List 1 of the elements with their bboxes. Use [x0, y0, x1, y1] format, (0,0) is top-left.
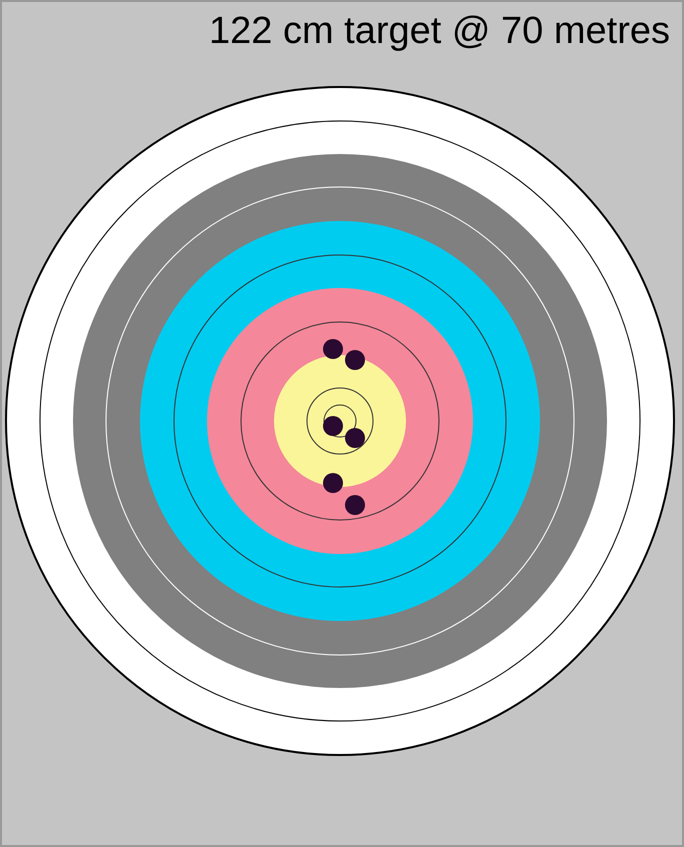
title: 122 cm target @ 70 metres	[209, 10, 670, 53]
